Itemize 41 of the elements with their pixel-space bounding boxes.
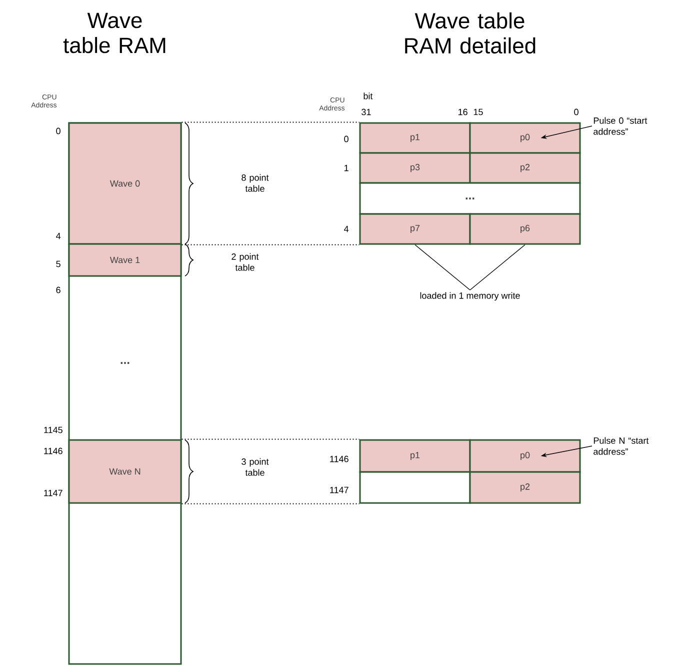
line <box>414 244 470 290</box>
memory-cell: p1 <box>359 439 471 473</box>
dotted-line <box>181 244 360 246</box>
memory-cell: Wave N <box>68 439 182 504</box>
address-label: bit <box>364 92 373 100</box>
memory-cell: p0 <box>469 122 581 154</box>
heading: Wave table RAM detailed <box>405 12 536 54</box>
dotted-line <box>181 122 360 123</box>
address-label: 6 <box>56 286 60 294</box>
memory-cell: ... <box>359 182 581 215</box>
memory-cell: p6 <box>469 213 581 245</box>
memory-cell: p0 <box>469 439 581 473</box>
memory-cell <box>359 471 471 504</box>
brace-label: 3 point table <box>242 458 269 476</box>
address-label: 16 <box>458 108 468 116</box>
line <box>470 244 526 290</box>
memory-cell: p2 <box>469 471 581 504</box>
address-label: 1 <box>344 164 348 172</box>
address-label: 15 <box>474 108 483 116</box>
address-label: 1145 <box>44 426 62 434</box>
address-label: 1146 <box>330 456 348 462</box>
address-label: 1147 <box>330 486 348 494</box>
dotted-line <box>181 438 360 440</box>
address-label: 0 <box>56 128 60 134</box>
memory-cell: Wave 1 <box>68 243 182 277</box>
memory-cell: p2 <box>469 152 581 184</box>
brace-label: 8 point table <box>242 174 269 192</box>
note-text: Pulse 0 “start address” <box>594 117 648 135</box>
memory-cell: p3 <box>359 152 471 184</box>
note-text: loaded in 1 memory write <box>420 292 520 301</box>
brace-label: 2 point table <box>232 253 259 271</box>
address-label: 5 <box>56 260 60 268</box>
address-label: 4 <box>344 226 349 232</box>
address-label: 31 <box>362 108 371 116</box>
heading: Wave table RAM <box>63 12 166 54</box>
address-label: 4 <box>56 232 61 240</box>
note-text: Pulse N “start address” <box>594 437 649 455</box>
dotted-line <box>181 503 360 504</box>
memory-cell: p1 <box>359 122 471 154</box>
memory-cell: p7 <box>359 213 471 245</box>
address-label: 0 <box>344 136 348 142</box>
